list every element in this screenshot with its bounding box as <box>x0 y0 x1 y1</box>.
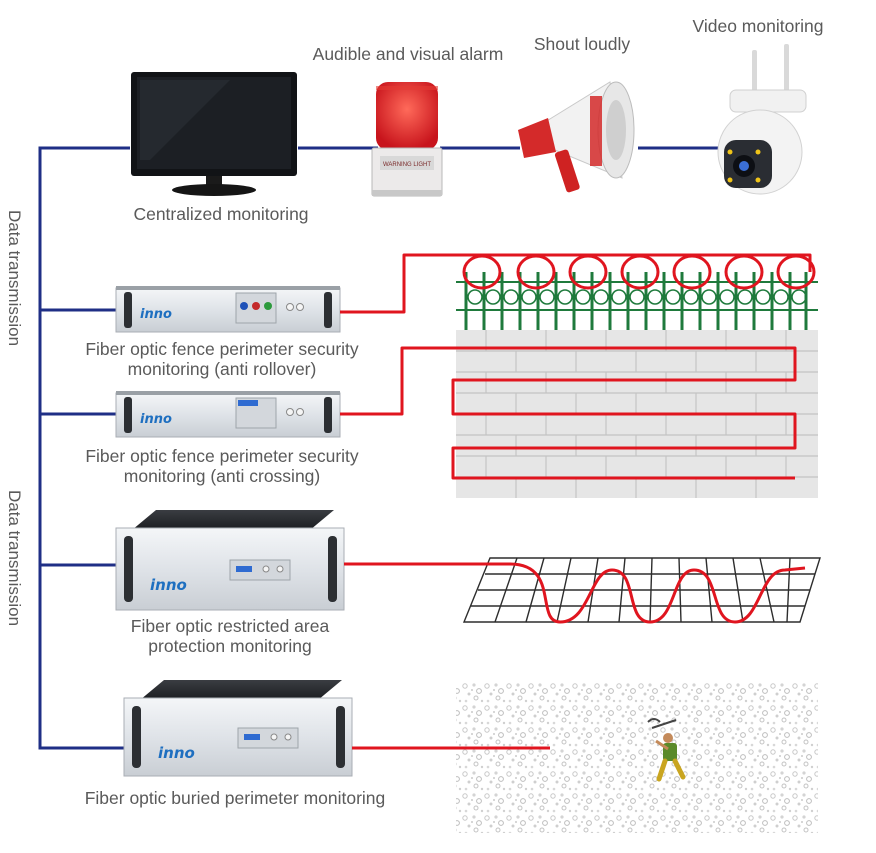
rack-unit-1: inno <box>115 286 341 333</box>
alarm-plate-text: WARNING LIGHT <box>383 162 431 168</box>
alarm-light-icon: WARNING LIGHT <box>371 82 443 197</box>
monitor-label: Centralized monitoring <box>133 204 309 224</box>
row-1-label-line2: monitoring (anti rollover) <box>127 359 317 379</box>
loudspeaker-icon <box>518 81 635 193</box>
fence <box>456 272 818 330</box>
row-2-label-line1: Fiber optic fence perimeter security <box>85 446 359 466</box>
rack-unit-2: inno <box>115 391 341 438</box>
row-3-label: Fiber optic restricted area protection m… <box>80 616 380 656</box>
brand-logo-3: inno <box>150 576 187 594</box>
worker-icon <box>647 718 686 782</box>
alarm-label: Audible and visual alarm <box>312 44 504 64</box>
data-bus <box>38 146 718 750</box>
brand-logo-1: inno <box>140 307 172 322</box>
row-2-label: Fiber optic fence perimeter security mon… <box>44 446 400 486</box>
camera-label: Video monitoring <box>692 16 824 36</box>
side-label-lower: Data transmission <box>5 490 24 627</box>
monitor-icon <box>131 72 297 196</box>
row-4-label: Fiber optic buried perimeter monitoring <box>84 788 386 808</box>
row-1-label: Fiber optic fence perimeter security mon… <box>44 339 400 379</box>
fence-sensor-rings <box>462 254 816 290</box>
rack-unit-3: inno <box>115 510 345 611</box>
camera-icon <box>717 44 807 195</box>
loudspeaker-label: Shout loudly <box>533 34 631 54</box>
grid-net <box>462 557 821 623</box>
gravel-ground <box>456 683 818 833</box>
row-3-label-line1: Fiber optic restricted area <box>130 616 330 636</box>
row-3-label-line2: protection monitoring <box>148 636 312 656</box>
brand-logo-4: inno <box>158 744 195 762</box>
brand-logo-2: inno <box>140 412 172 427</box>
row-2-label-line2: monitoring (anti crossing) <box>123 466 321 486</box>
row-1-label-line1: Fiber optic fence perimeter security <box>85 339 359 359</box>
rack-unit-4: inno <box>123 680 353 777</box>
side-label-upper: Data transmission <box>5 210 24 347</box>
